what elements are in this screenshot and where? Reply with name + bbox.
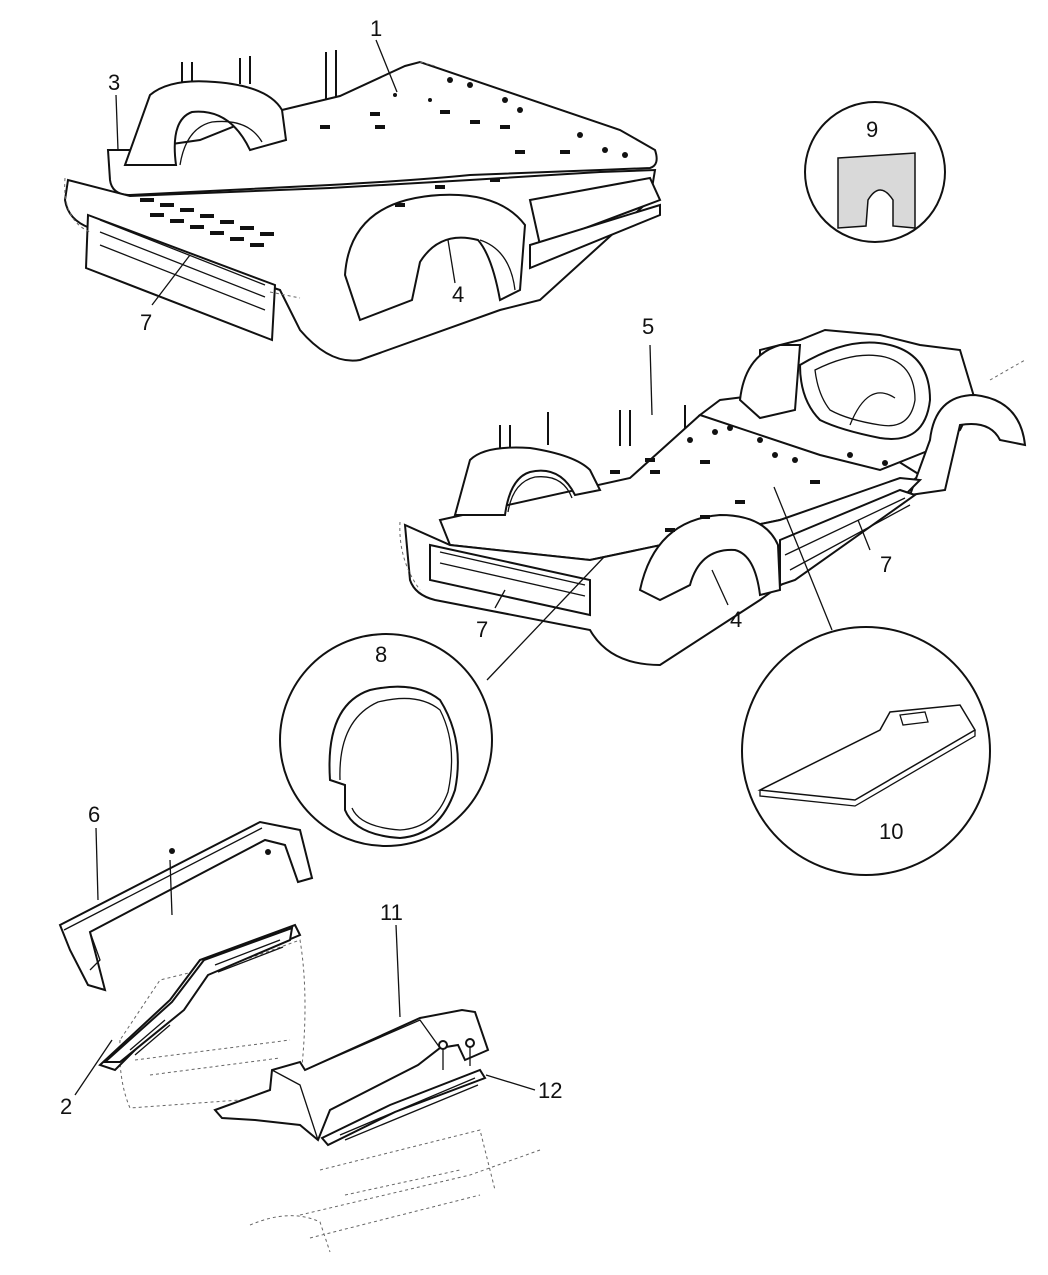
lower-right-sill-assembly: 11 12: [213, 900, 562, 1253]
callout-3: 3: [108, 70, 120, 95]
callout-4: 4: [452, 282, 464, 307]
middle-floor-assembly: 5 7 7 4: [399, 314, 1027, 681]
callout-1: 1: [370, 16, 382, 41]
callout-11: 11: [380, 900, 403, 925]
callout-9: 9: [866, 117, 878, 142]
callout-4: 4: [730, 607, 742, 632]
callout-10: 10: [879, 819, 903, 844]
callout-7: 7: [476, 617, 488, 642]
detail-circle-9: 9: [804, 101, 946, 243]
callout-7: 7: [880, 552, 892, 577]
upper-cargo-floor-assembly: 1 3 7 4: [63, 16, 662, 362]
callout-5: 5: [642, 314, 654, 339]
callout-7: 7: [140, 310, 152, 335]
lower-left-sill-assembly: 6 2: [58, 802, 314, 1119]
callout-12: 12: [538, 1078, 562, 1103]
detail-circle-8: 8: [279, 633, 493, 847]
detail-circle-10: 10: [741, 626, 991, 876]
callout-6: 6: [88, 802, 100, 827]
callout-2: 2: [60, 1094, 72, 1119]
callout-8: 8: [375, 642, 387, 667]
